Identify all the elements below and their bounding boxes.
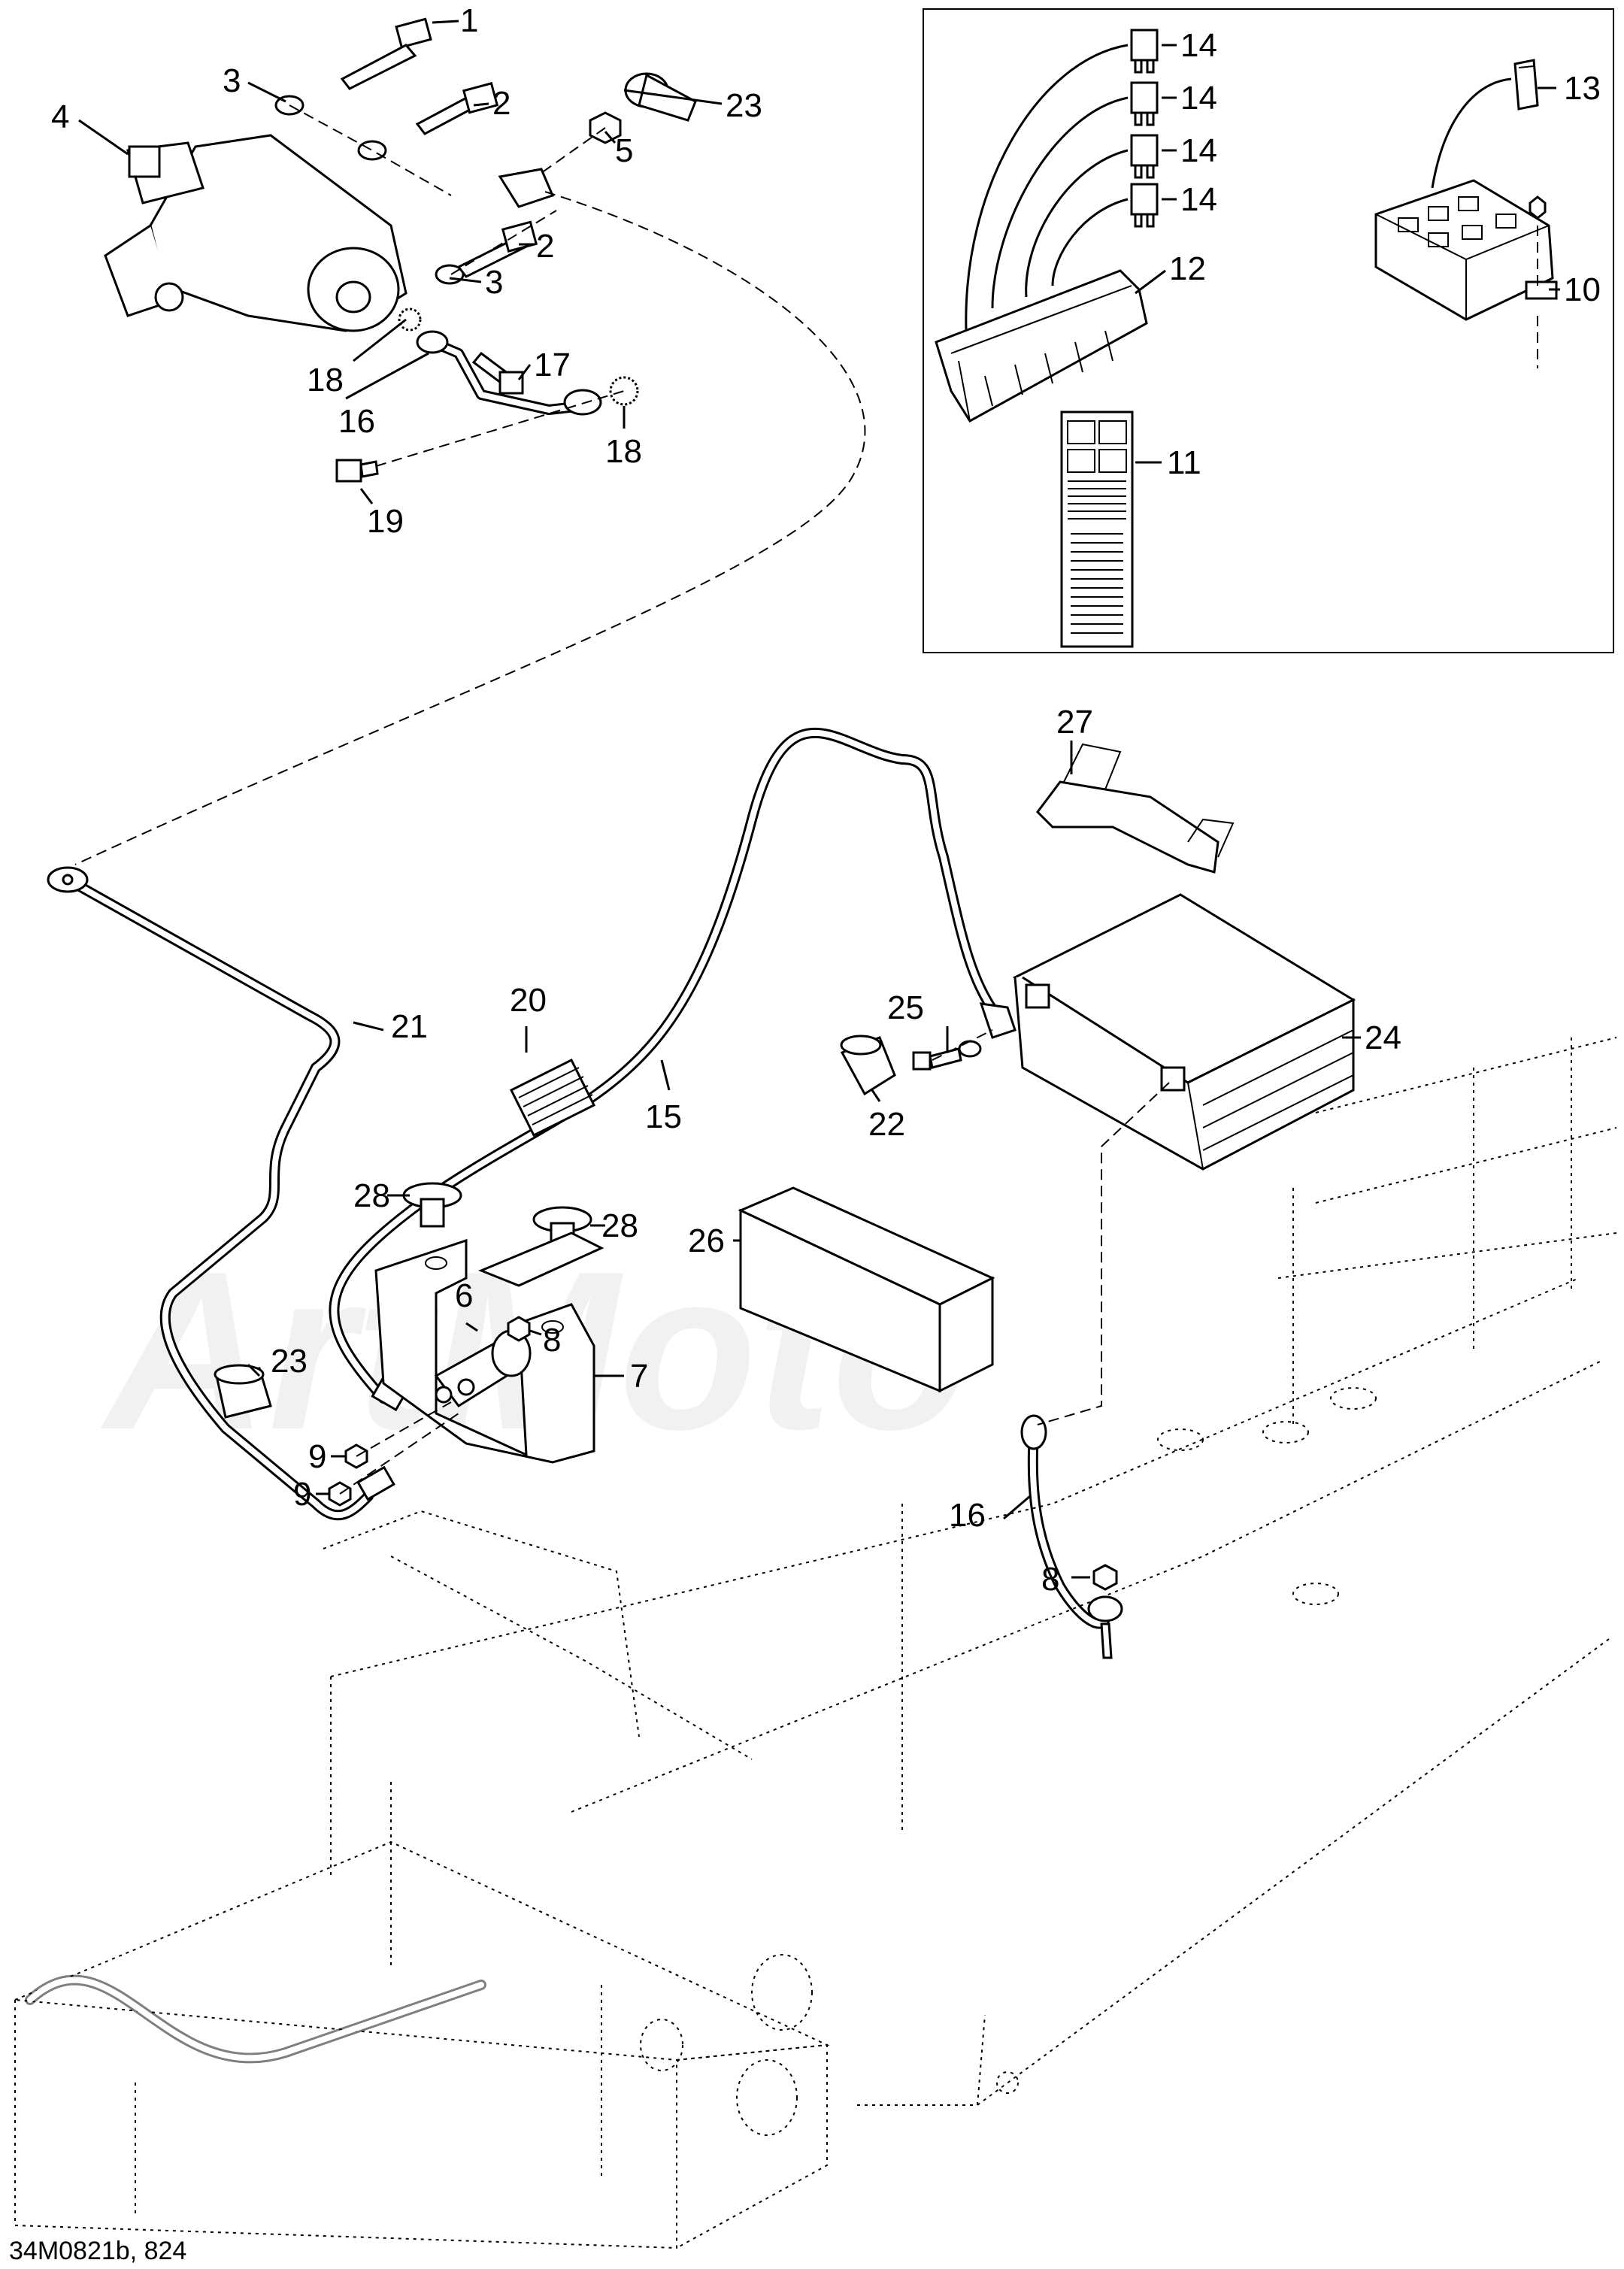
callout-23: 23 bbox=[726, 87, 762, 124]
callout-3: 3 bbox=[223, 62, 241, 99]
callout-5: 5 bbox=[615, 132, 633, 169]
callout-2: 2 bbox=[492, 85, 511, 122]
chassis-frame bbox=[14, 1037, 1617, 2249]
boot-20 bbox=[509, 1058, 596, 1138]
leader-lines bbox=[78, 20, 1560, 1579]
callout-21: 21 bbox=[391, 1008, 428, 1045]
callout-1: 1 bbox=[460, 2, 478, 39]
callout-25: 25 bbox=[887, 989, 924, 1026]
callout-17: 17 bbox=[534, 347, 571, 383]
fuse-14 bbox=[1130, 29, 1159, 74]
stud bbox=[1100, 1622, 1113, 1659]
callout-12: 12 bbox=[1169, 250, 1206, 287]
nut-8 bbox=[1092, 1564, 1118, 1591]
pad-26 bbox=[738, 1186, 995, 1393]
callout-3: 3 bbox=[485, 264, 503, 301]
callout-11: 11 bbox=[1167, 444, 1201, 481]
callout-15: 15 bbox=[645, 1098, 682, 1135]
callout-4: 4 bbox=[51, 98, 69, 135]
callout-16: 16 bbox=[949, 1497, 986, 1534]
callout-19: 19 bbox=[367, 503, 404, 540]
fuse-holder-12 bbox=[935, 269, 1148, 423]
callout-27: 27 bbox=[1056, 704, 1093, 741]
callout-7: 7 bbox=[630, 1358, 648, 1395]
terminal-plate bbox=[498, 168, 555, 208]
callout-2: 2 bbox=[536, 228, 554, 265]
bolt-17 bbox=[471, 351, 524, 395]
callout-14: 14 bbox=[1180, 80, 1217, 117]
diagram-code: 34M0821b, 824 bbox=[9, 2237, 186, 2265]
callout-14: 14 bbox=[1180, 27, 1217, 64]
inset-frame bbox=[923, 8, 1614, 653]
callout-8: 8 bbox=[1041, 1561, 1059, 1598]
callout-13: 13 bbox=[1564, 70, 1601, 107]
starter-motor bbox=[104, 134, 408, 332]
screw-10 bbox=[1529, 195, 1547, 220]
star-washer-18 bbox=[398, 307, 422, 332]
bracket-7 bbox=[374, 1231, 604, 1464]
boot-23 bbox=[214, 1364, 272, 1419]
callout-8: 8 bbox=[543, 1322, 561, 1359]
callout-24: 24 bbox=[1365, 1019, 1401, 1056]
callout-16: 16 bbox=[338, 403, 375, 440]
fuse-box-10 bbox=[1374, 179, 1558, 321]
callout-14: 14 bbox=[1180, 132, 1217, 169]
bolt-2 bbox=[415, 82, 499, 135]
solenoid-6 bbox=[434, 1329, 532, 1408]
callout-20: 20 bbox=[510, 982, 547, 1019]
washer-3 bbox=[357, 140, 387, 161]
strap-27 bbox=[1036, 743, 1235, 874]
boot-22 bbox=[840, 1035, 896, 1096]
fuse-label-11 bbox=[1060, 410, 1134, 648]
callout-9: 9 bbox=[308, 1438, 326, 1475]
callout-22: 22 bbox=[868, 1106, 905, 1143]
callout-28: 28 bbox=[353, 1177, 390, 1214]
callout-23: 23 bbox=[271, 1343, 308, 1380]
callout-6: 6 bbox=[455, 1277, 473, 1314]
callout-18: 18 bbox=[605, 433, 642, 470]
callout-labels: 1 2 2 3 3 4 5 6 7 8 8 9 9 10 11 12 13 14… bbox=[51, 2, 1601, 1598]
fuse-14 bbox=[1130, 134, 1159, 179]
star-washer-18 bbox=[609, 376, 639, 406]
callout-10: 10 bbox=[1564, 271, 1601, 308]
callout-18: 18 bbox=[307, 362, 344, 398]
battery-24 bbox=[1012, 893, 1356, 1171]
fuse-14 bbox=[1130, 183, 1159, 228]
cable-21 bbox=[47, 866, 395, 1521]
bolt-19 bbox=[335, 459, 379, 483]
relay-13 bbox=[1513, 59, 1539, 111]
ground-cable-16 bbox=[416, 330, 602, 416]
bolt-1 bbox=[340, 17, 432, 90]
ground-cable-16 bbox=[1020, 1414, 1123, 1629]
nut-8 bbox=[507, 1316, 531, 1342]
callout-9: 9 bbox=[293, 1476, 311, 1513]
grommet-28 bbox=[402, 1182, 462, 1228]
callout-26: 26 bbox=[688, 1222, 725, 1259]
fuse-14 bbox=[1130, 81, 1159, 126]
callout-28: 28 bbox=[601, 1207, 638, 1244]
boot-23 bbox=[624, 72, 697, 122]
callout-14: 14 bbox=[1180, 181, 1217, 218]
